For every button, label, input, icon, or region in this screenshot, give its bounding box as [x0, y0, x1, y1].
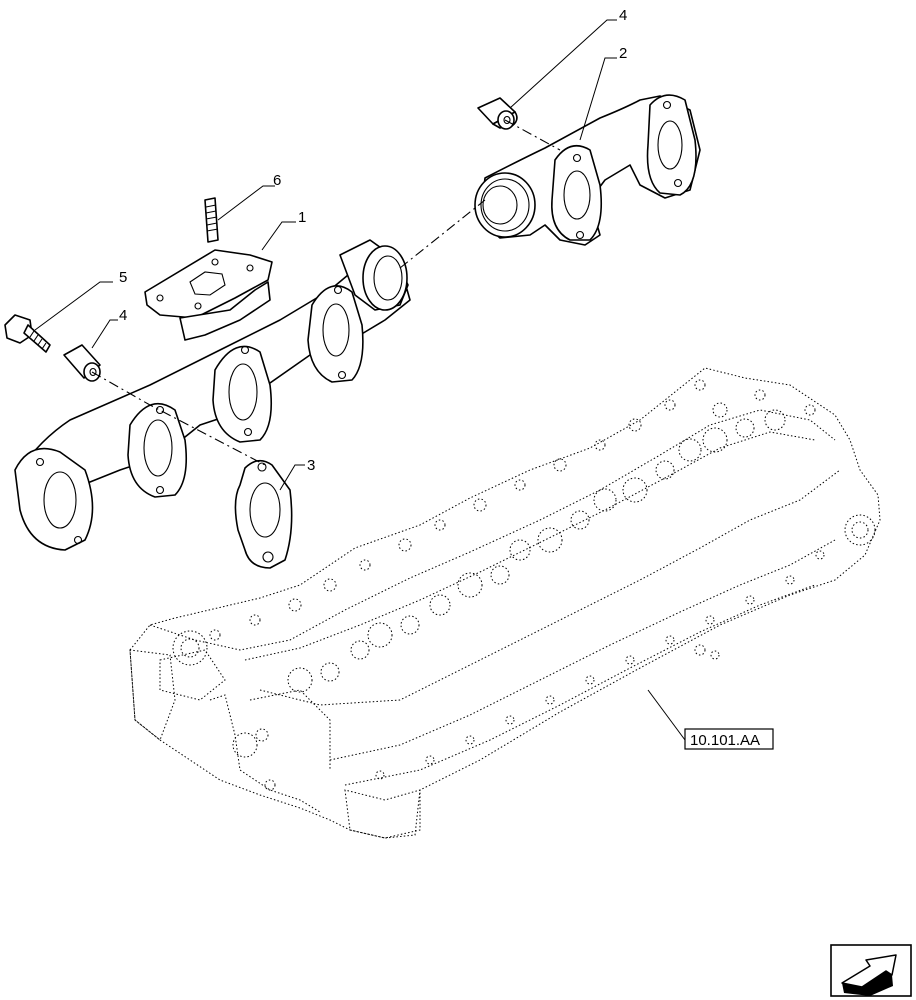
- assembly-centre-lines: [91, 119, 561, 466]
- part-4-sleeve-lower: [63, 344, 101, 382]
- callout-1: 1: [298, 209, 306, 226]
- reference-code[interactable]: 10.101.AA: [690, 732, 760, 749]
- part-6-stud: [204, 197, 219, 243]
- cylinder-head-bolt-holes: [209, 379, 825, 780]
- reference-link-box[interactable]: 10.101.AA: [684, 728, 774, 750]
- cylinder-head: [129, 367, 881, 839]
- part-5-bolt: [4, 314, 51, 353]
- part-3-gasket: [234, 459, 293, 569]
- cylinder-head-ports: [172, 402, 876, 791]
- part-1-front-manifold: [4, 197, 411, 551]
- callout-3: 3: [307, 457, 315, 474]
- callout-4-upper: 4: [619, 7, 627, 24]
- callout-4-lower: 4: [119, 307, 127, 324]
- callout-2: 2: [619, 45, 627, 62]
- part-2-rear-manifold: [474, 94, 701, 246]
- callout-5: 5: [119, 269, 127, 286]
- part-4-sleeve-upper: [477, 97, 518, 130]
- leader-lines: [34, 19, 686, 741]
- callout-6: 6: [273, 172, 281, 189]
- next-page-arrow-icon[interactable]: [830, 944, 912, 997]
